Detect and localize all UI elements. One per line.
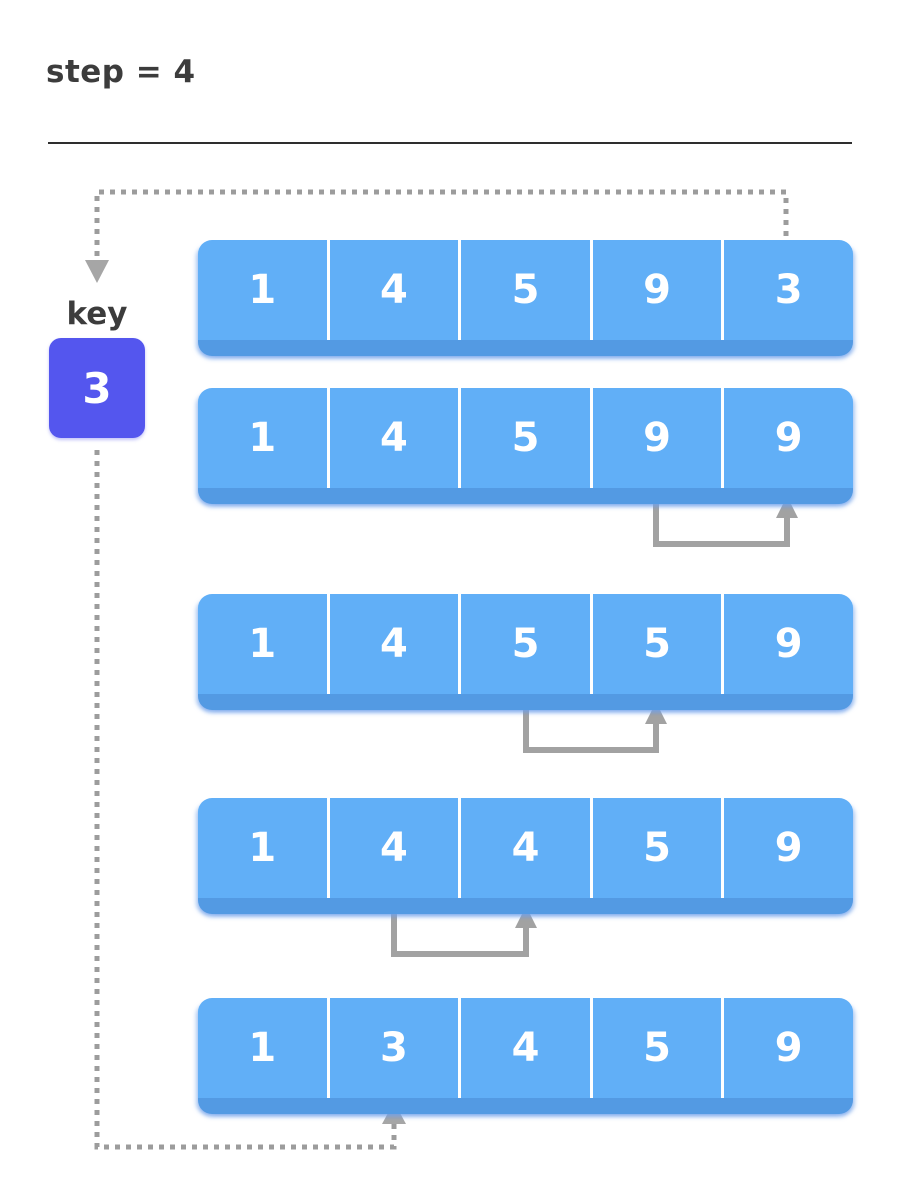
row-bottom-shade [198,488,853,504]
key-value-box: 3 [49,338,145,438]
array-cell: 5 [593,998,725,1098]
array-cells: 1 4 4 5 9 [198,798,853,898]
row-bottom-shade [198,340,853,356]
cell-value: 9 [643,267,671,313]
cell-value: 5 [643,825,671,871]
array-cell: 9 [724,388,853,488]
array-cell: 9 [724,798,853,898]
array-cell: 5 [461,594,593,694]
cell-value: 4 [379,415,408,461]
array-cell: 9 [593,388,725,488]
row-bottom-shade [198,694,853,710]
array-row-3: 1 4 5 5 9 [198,594,853,710]
array-row-5: 1 3 4 5 9 [198,998,853,1114]
array-cell: 9 [593,240,725,340]
array-cell: 1 [198,240,330,340]
cell-value: 9 [643,415,671,461]
array-cell: 1 [198,594,330,694]
cell-value: 9 [774,415,803,461]
cell-value: 4 [379,621,408,667]
cell-value: 3 [379,1025,408,1071]
cell-value: 1 [248,825,277,871]
array-cell: 5 [461,388,593,488]
array-cell: 4 [330,798,462,898]
cell-value: 5 [511,267,540,313]
array-cells: 1 3 4 5 9 [198,998,853,1098]
key-label: key [66,296,128,332]
array-cell: 9 [724,998,853,1098]
cell-value: 1 [248,267,277,313]
array-cell: 5 [461,240,593,340]
array-cell: 4 [330,594,462,694]
key-value: 3 [82,363,112,413]
cell-value: 1 [248,621,277,667]
row-bottom-shade [198,1098,853,1114]
cell-value: 5 [511,415,540,461]
array-cell: 4 [461,998,593,1098]
row-bottom-shade [198,898,853,914]
array-cell: 1 [198,798,330,898]
array-cell: 4 [461,798,593,898]
array-cell: 4 [330,388,462,488]
cell-value: 3 [774,267,803,313]
array-cell: 3 [330,998,462,1098]
cell-value: 5 [511,621,540,667]
array-cell: 9 [724,594,853,694]
array-cells: 1 4 5 5 9 [198,594,853,694]
cell-value: 4 [379,267,408,313]
array-cell: 5 [593,594,725,694]
divider-line [48,142,852,144]
cell-value: 9 [774,825,803,871]
cell-value: 9 [774,621,803,667]
cell-value: 9 [774,1025,803,1071]
array-row-1: 1 4 5 9 3 [198,240,853,356]
cell-value: 4 [511,825,540,871]
cell-value: 5 [643,1025,671,1071]
arrowhead-down-icon [85,260,109,283]
cell-value: 1 [248,415,277,461]
cell-value: 5 [643,621,671,667]
cell-value: 1 [248,1025,277,1071]
cell-value: 4 [511,1025,540,1071]
array-cell: 1 [198,998,330,1098]
array-cell: 4 [330,240,462,340]
step-title: step = 4 [46,54,196,90]
array-cell: 3 [724,240,853,340]
array-cell: 5 [593,798,725,898]
array-row-2: 1 4 5 9 9 [198,388,853,504]
array-row-4: 1 4 4 5 9 [198,798,853,914]
cell-value: 4 [379,825,408,871]
array-cells: 1 4 5 9 3 [198,240,853,340]
array-cell: 1 [198,388,330,488]
array-cells: 1 4 5 9 9 [198,388,853,488]
